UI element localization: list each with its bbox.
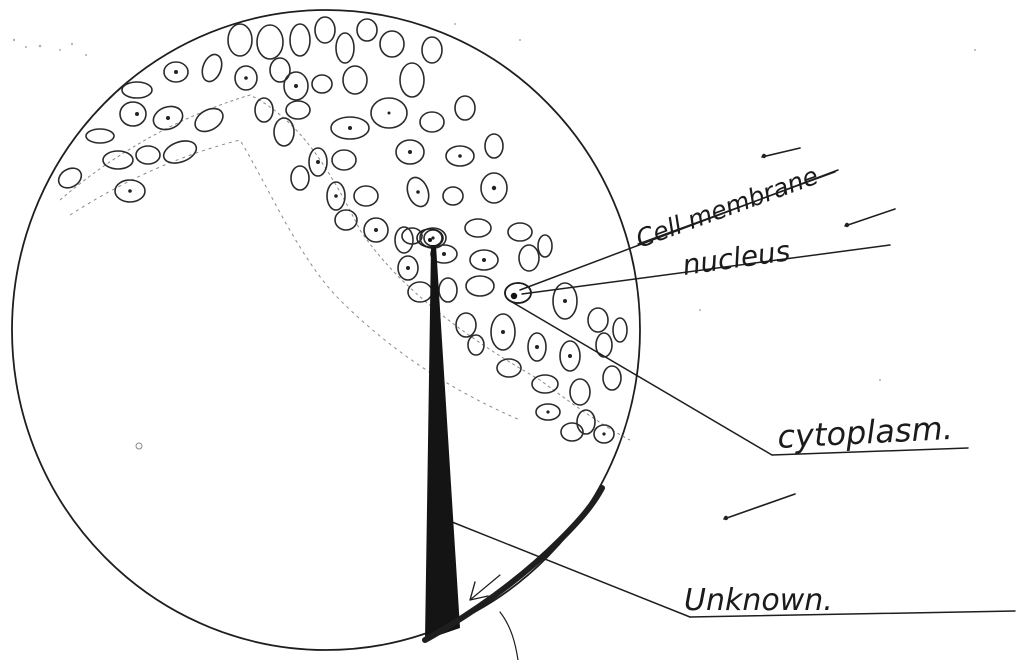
nuclei [128, 70, 605, 436]
paper-speckles [13, 23, 976, 449]
label-leader-lines [447, 170, 1015, 617]
label-cell-membrane: Cell membrane [632, 161, 822, 254]
cells [55, 17, 627, 443]
label-nucleus: nucleus [680, 234, 792, 282]
label-underlines [638, 172, 835, 244]
label-unknown: Unknown. [684, 583, 833, 618]
unknown-object [417, 229, 602, 660]
